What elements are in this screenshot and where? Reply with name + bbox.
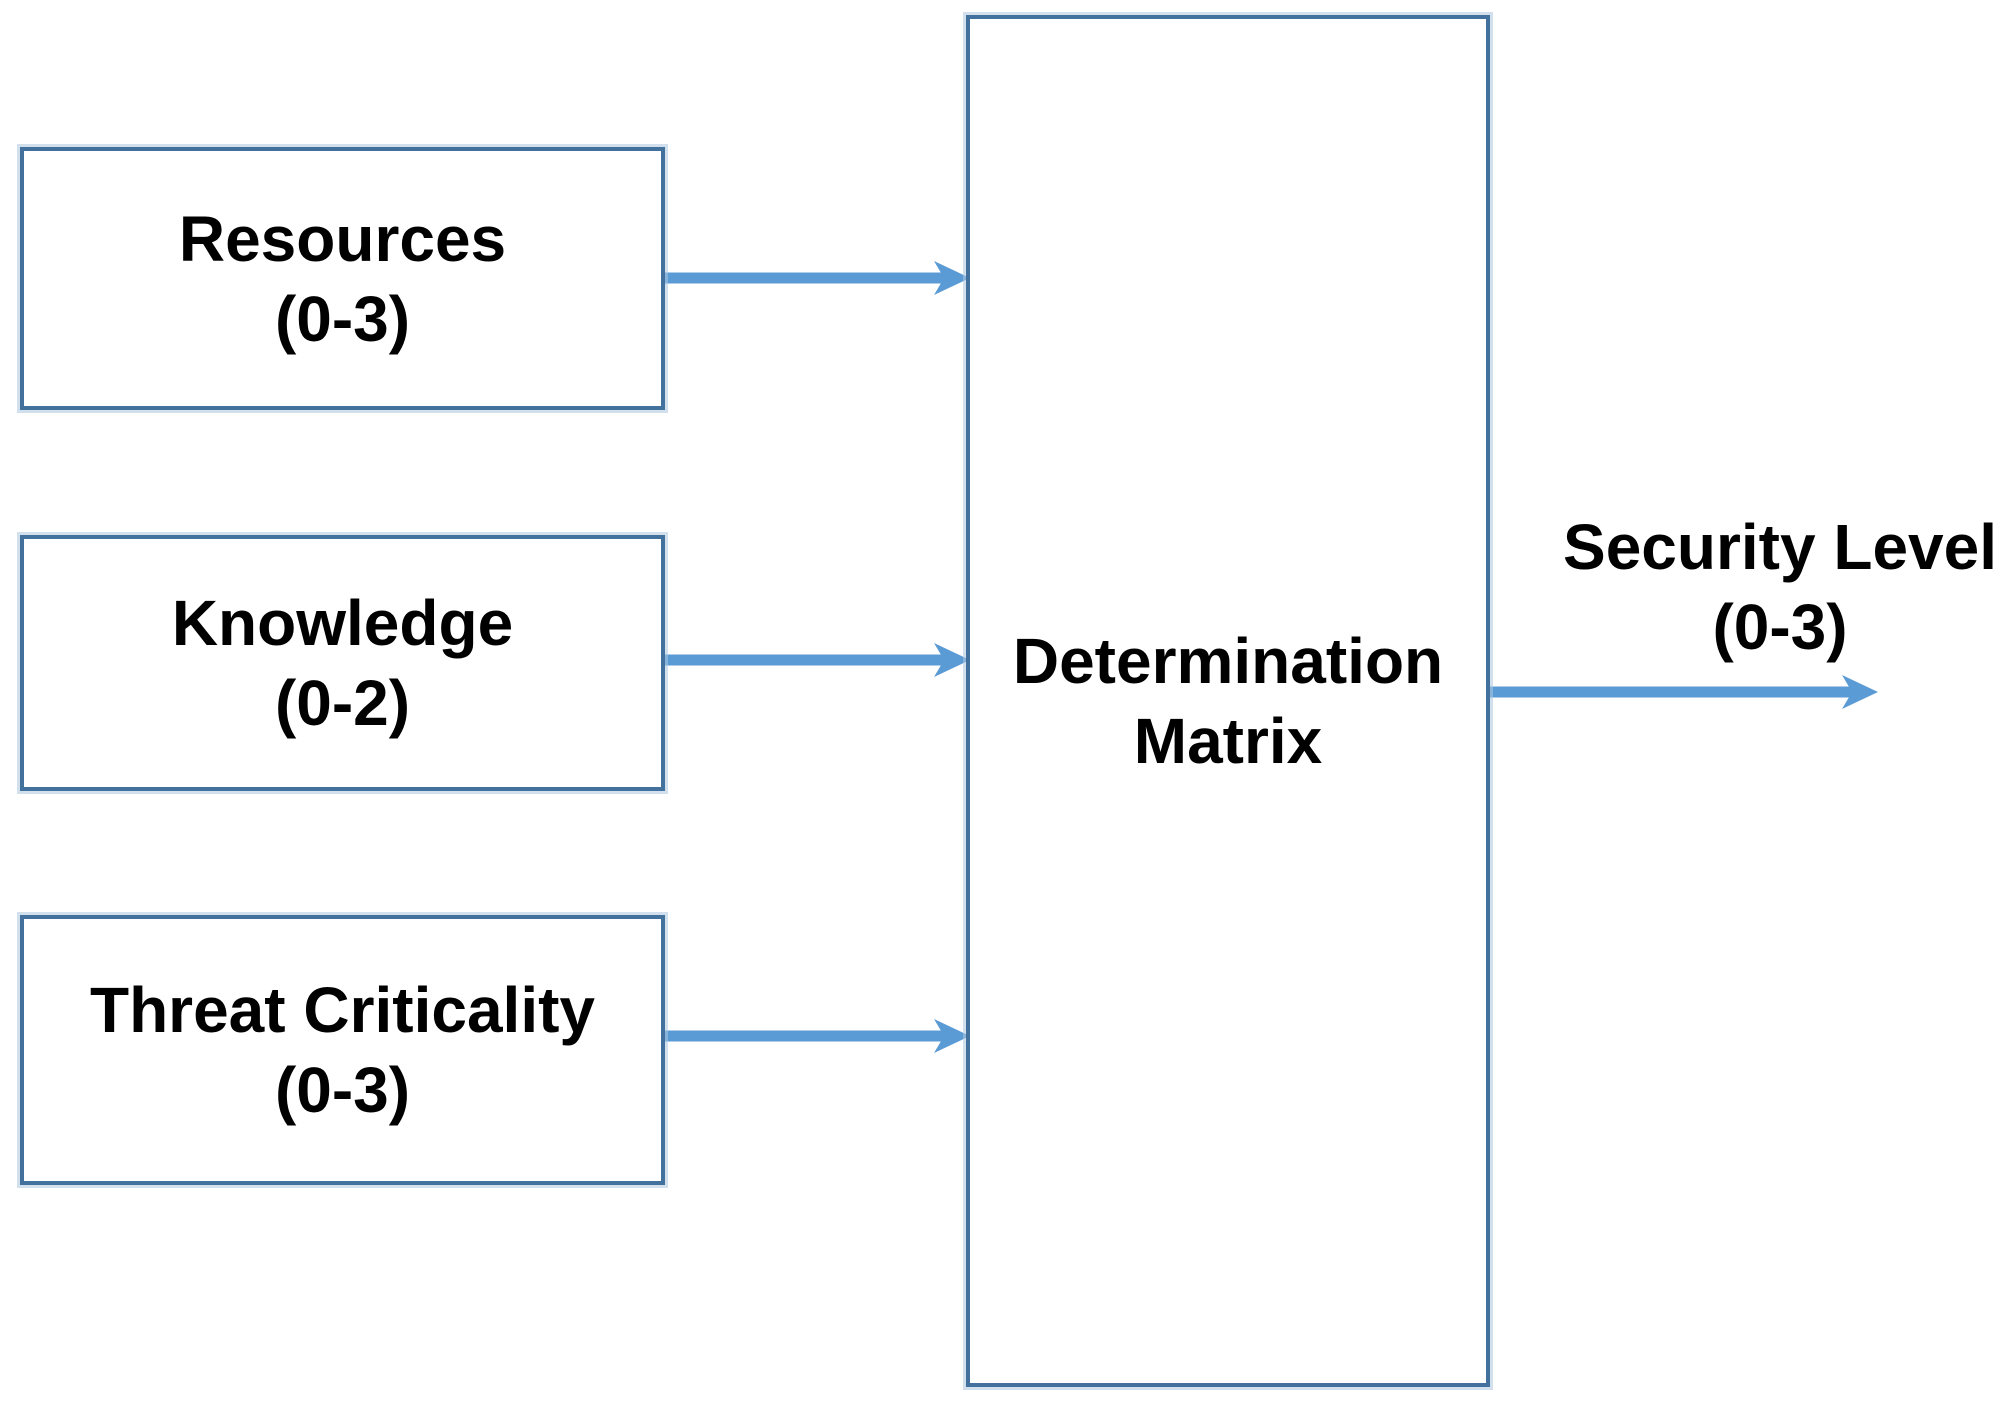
threat-criticality-label: Threat Criticality xyxy=(89,974,596,1046)
process-box-determination-matrix: Determination Matrix xyxy=(966,15,1490,1387)
output-label-security-level: Security Level (0-3) xyxy=(1545,507,2002,667)
arrow-matrix-to-security-level-icon xyxy=(1490,675,1878,709)
knowledge-label: Knowledge xyxy=(171,587,514,659)
resources-label: Resources xyxy=(178,202,507,275)
input-box-knowledge: Knowledge (0-2) xyxy=(20,535,665,791)
resources-range: (0-3) xyxy=(274,282,411,355)
input-box-resources: Resources (0-3) xyxy=(20,147,665,410)
arrow-resources-to-matrix-icon xyxy=(665,261,970,295)
threat-criticality-range: (0-3) xyxy=(274,1054,411,1126)
knowledge-range: (0-2) xyxy=(274,667,411,739)
security-level-label: Security Level xyxy=(1563,511,1997,583)
security-level-range: (0-3) xyxy=(1712,591,1848,663)
input-box-threat-criticality: Threat Criticality (0-3) xyxy=(20,915,665,1185)
arrow-knowledge-to-matrix-icon xyxy=(665,643,970,677)
arrow-threat-criticality-to-matrix-icon xyxy=(665,1019,970,1053)
determination-matrix-label: Determination Matrix xyxy=(1012,625,1444,777)
